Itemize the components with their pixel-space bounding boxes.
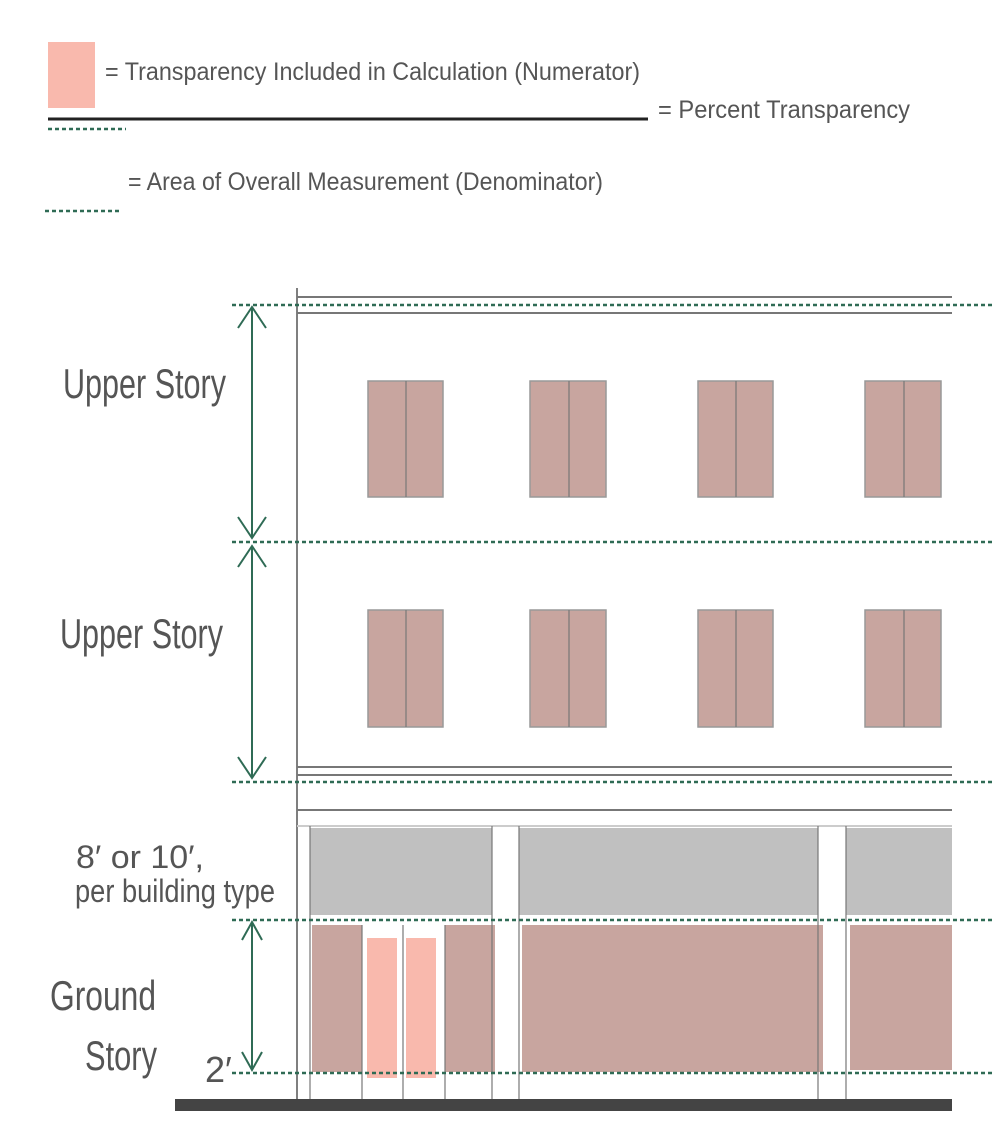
transom bbox=[846, 828, 952, 915]
upper-story-1-arrow-icon bbox=[237, 305, 267, 540]
window bbox=[864, 380, 942, 498]
door-glass bbox=[367, 938, 397, 1078]
window bbox=[529, 380, 607, 498]
ground-story-arrow-icon bbox=[241, 919, 263, 1073]
transom bbox=[519, 828, 818, 915]
upper-story-2-arrow-icon bbox=[237, 544, 267, 780]
measurement-lines bbox=[232, 303, 995, 1075]
storefront-window bbox=[522, 925, 823, 1072]
transom bbox=[310, 828, 492, 915]
two-foot-label: 2′ bbox=[205, 1049, 232, 1090]
window bbox=[864, 609, 942, 728]
ground-storefront bbox=[309, 826, 952, 1100]
legend: = Transparency Included in Calculation (… bbox=[45, 42, 910, 213]
storefront-window bbox=[445, 925, 495, 1072]
numerator-label: = Transparency Included in Calculation (… bbox=[105, 58, 640, 86]
result-label: = Percent Transparency bbox=[658, 96, 910, 124]
story-labels: Upper Story Upper Story 8′ or 10′, per b… bbox=[50, 360, 275, 1090]
numerator-swatch bbox=[48, 42, 95, 108]
ground-line bbox=[175, 1099, 952, 1111]
upper-story-label: Upper Story bbox=[60, 610, 223, 657]
denominator-label: = Area of Overall Measurement (Denominat… bbox=[128, 168, 603, 196]
door-glass bbox=[406, 938, 436, 1078]
upper-windows-row-1 bbox=[367, 380, 942, 498]
upper-windows-row-2 bbox=[367, 609, 942, 728]
storefront-window bbox=[850, 925, 952, 1070]
ground-story-label: Ground bbox=[50, 972, 156, 1019]
window bbox=[529, 609, 607, 728]
building-elevation bbox=[175, 288, 952, 1111]
upper-story-label: Upper Story bbox=[63, 360, 226, 407]
ground-story-label: Story bbox=[85, 1032, 157, 1079]
dimension-arrows bbox=[237, 305, 267, 1073]
transom-height-label: 8′ or 10′, bbox=[76, 839, 204, 875]
storefront-window bbox=[312, 925, 362, 1072]
transom-height-label: per building type bbox=[75, 873, 275, 909]
